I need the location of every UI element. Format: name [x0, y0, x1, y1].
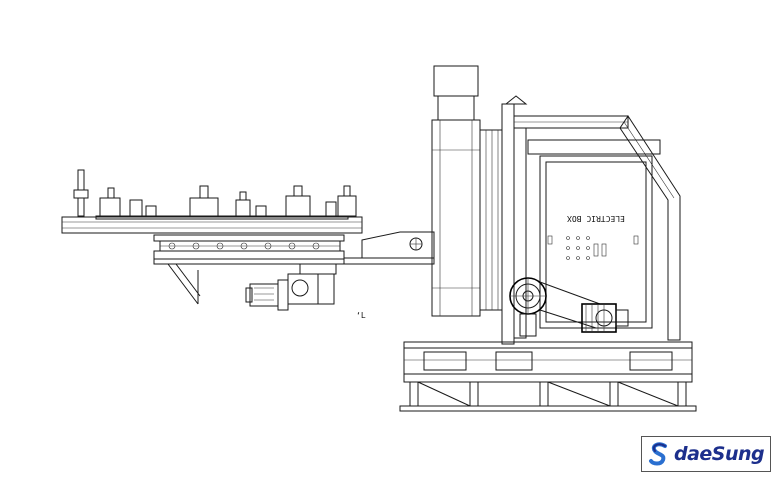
arm-drive-motor — [245, 263, 337, 311]
company-logo: daeSung — [641, 436, 771, 472]
panel-indicators — [547, 235, 639, 260]
drive-assembly — [509, 277, 629, 337]
logo-mark-icon — [649, 442, 667, 466]
main-frame — [501, 95, 681, 345]
rail-rollers — [168, 242, 320, 250]
base-frame — [399, 341, 697, 412]
clamp-units — [73, 169, 357, 217]
fixture-arm-assembly — [61, 169, 435, 305]
electric-box-label: ELECTRIC BOX — [567, 214, 625, 223]
small-mark: ‘L — [356, 311, 366, 320]
logo-text: daeSung — [674, 443, 765, 465]
central-column — [431, 65, 503, 317]
